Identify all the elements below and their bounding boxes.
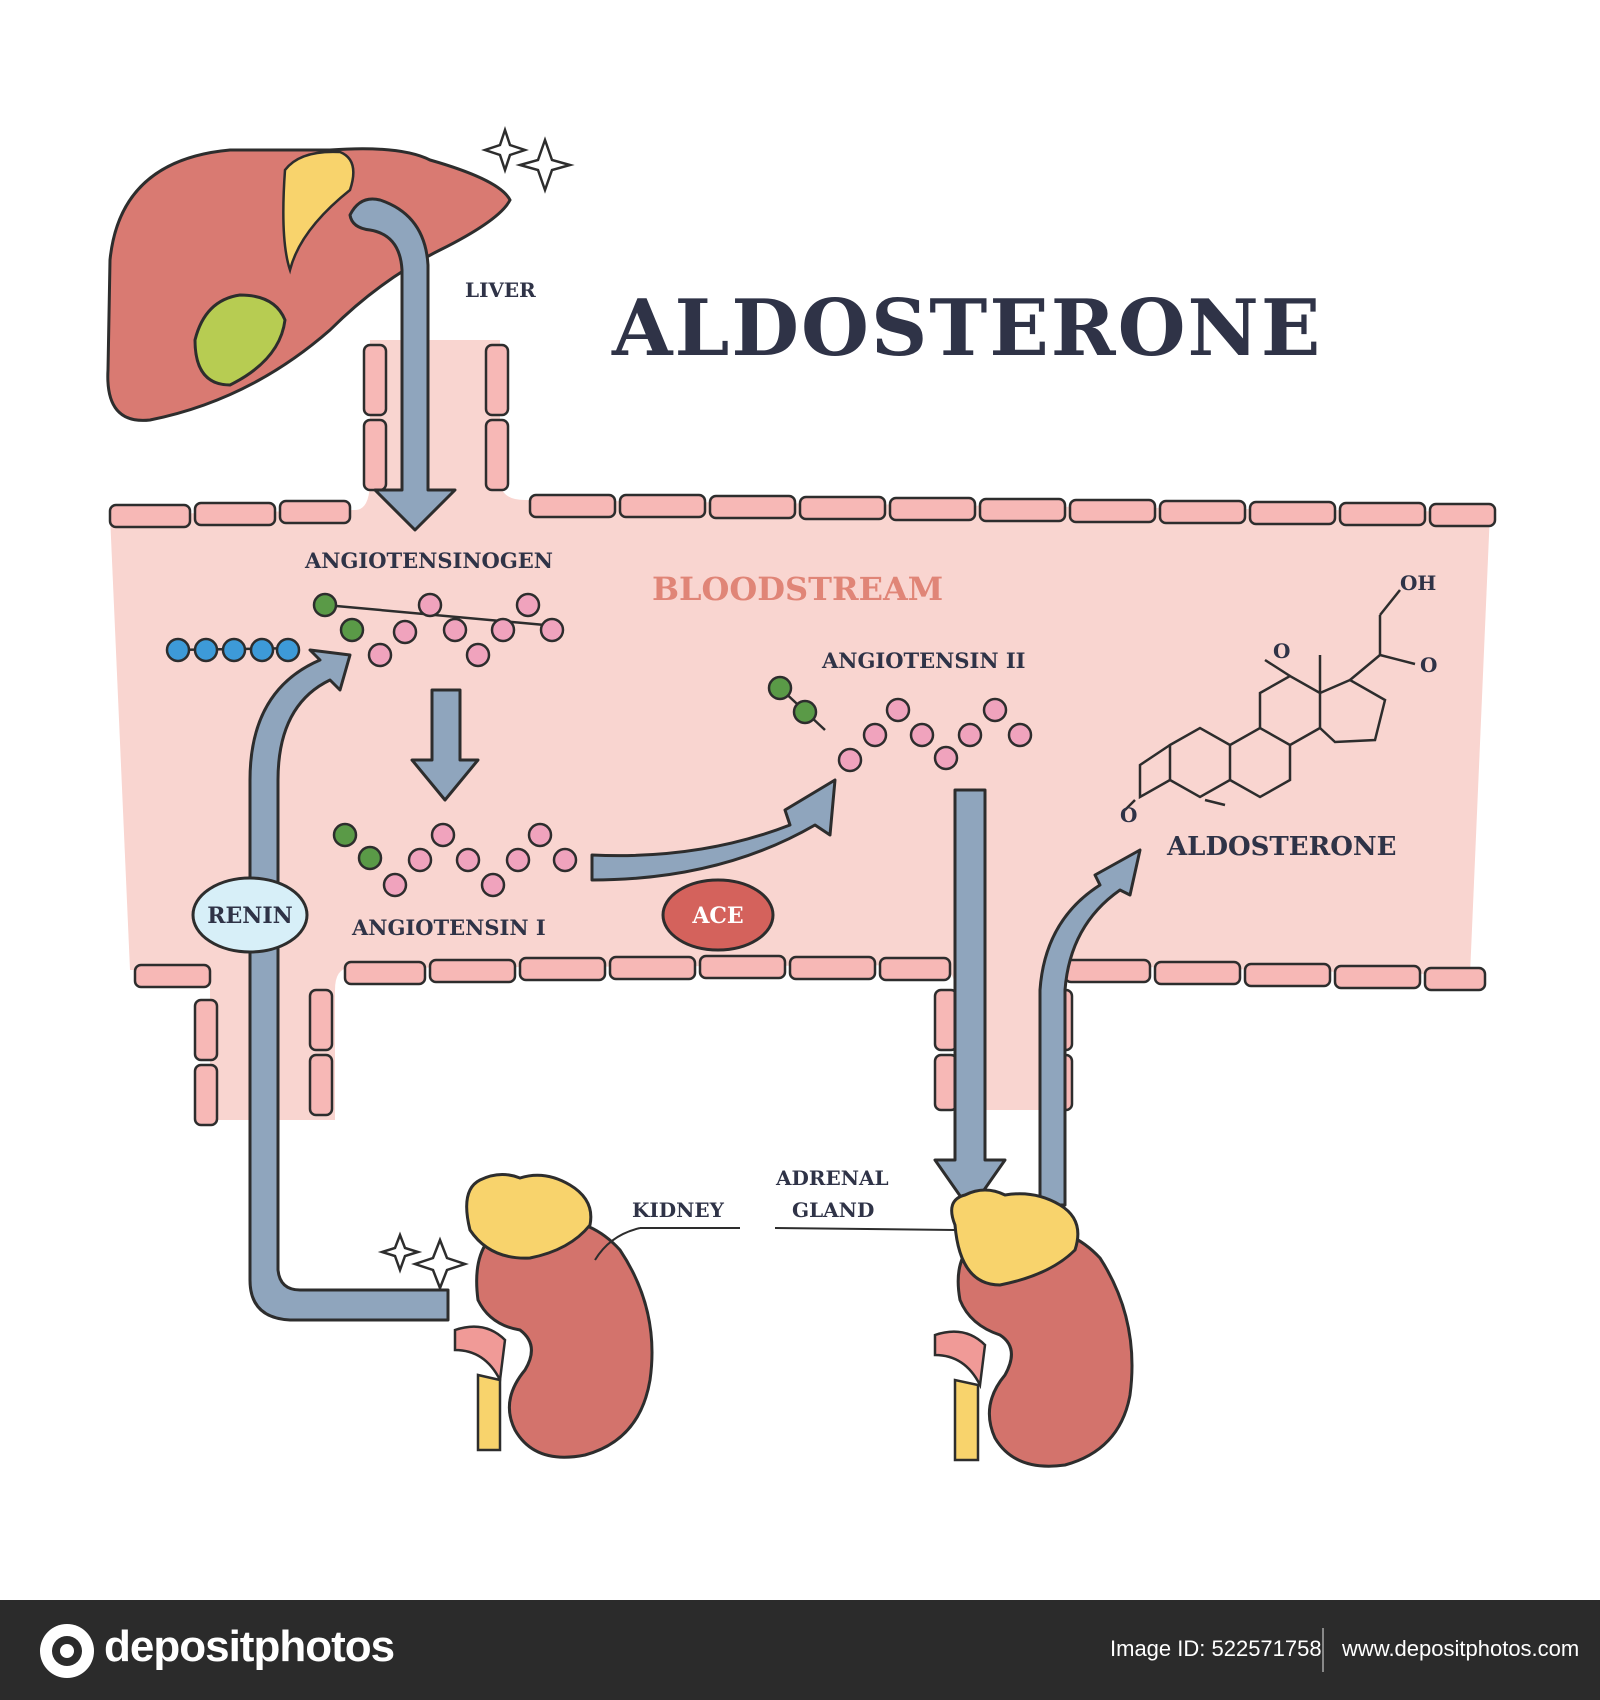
bloodstream-label: BLOODSTREAM <box>652 570 943 608</box>
arrow-aldosterone-up <box>1008 848 1142 1207</box>
arrow-liver-down <box>348 197 457 532</box>
arrows <box>248 197 1142 1322</box>
kidney-leader-curve <box>594 1227 641 1261</box>
arrow-renin <box>248 648 450 1322</box>
o-label-right: O <box>1420 653 1437 677</box>
kidney-left-illustration <box>453 1173 654 1459</box>
sparkle-icon <box>377 1231 469 1292</box>
footer-brand: depositphotos <box>104 1622 395 1671</box>
o-label-top: O <box>1273 639 1290 663</box>
angiotensin-ii-label: ANGIOTENSIN II <box>821 648 1026 673</box>
footer-separator <box>1322 1628 1324 1672</box>
renin-badge: RENIN <box>191 876 309 954</box>
footer-image-id: Image ID: 522571758 <box>1110 1636 1322 1661</box>
bloodstream-vessel <box>108 340 1497 1127</box>
liver-label: LIVER <box>465 278 536 302</box>
angiotensin-i-chain <box>332 822 578 898</box>
sparkle-icon <box>481 126 575 194</box>
oh-label: OH <box>1400 571 1436 595</box>
angiotensin-ii-chain <box>767 675 1033 773</box>
footer-site: www.depositphotos.com <box>1342 1636 1580 1661</box>
aldosterone-molecule <box>1124 589 1416 811</box>
angiotensinogen-chain <box>165 592 565 668</box>
angiotensinogen-label: ANGIOTENSINOGEN <box>304 548 553 573</box>
ace-badge: ACE <box>661 878 775 952</box>
arrow-angiotensin-ii-down <box>933 788 1007 1212</box>
depositphotos-logo-icon <box>40 1624 94 1678</box>
arrow-ace <box>590 778 837 882</box>
adrenal-leader-line <box>774 1227 956 1231</box>
adrenal-label-line2: GLAND <box>792 1198 874 1222</box>
page-title: ALDOSTERONE <box>611 283 1322 374</box>
arrow-conversion-down <box>410 688 480 802</box>
ace-label: ACE <box>691 903 743 929</box>
kidney-label: KIDNEY <box>632 1198 725 1222</box>
aldosterone-molecule-label: ALDOSTERONE <box>1166 832 1396 862</box>
footer-bar: depositphotos Image ID: 522571758 www.de… <box>0 1600 1600 1700</box>
o-label-left: O <box>1120 803 1137 827</box>
kidney-right-illustration <box>933 1188 1134 1468</box>
adrenal-label-line1: ADRENAL <box>775 1166 889 1190</box>
angiotensin-i-label: ANGIOTENSIN I <box>351 915 546 940</box>
renin-label: RENIN <box>207 903 293 929</box>
